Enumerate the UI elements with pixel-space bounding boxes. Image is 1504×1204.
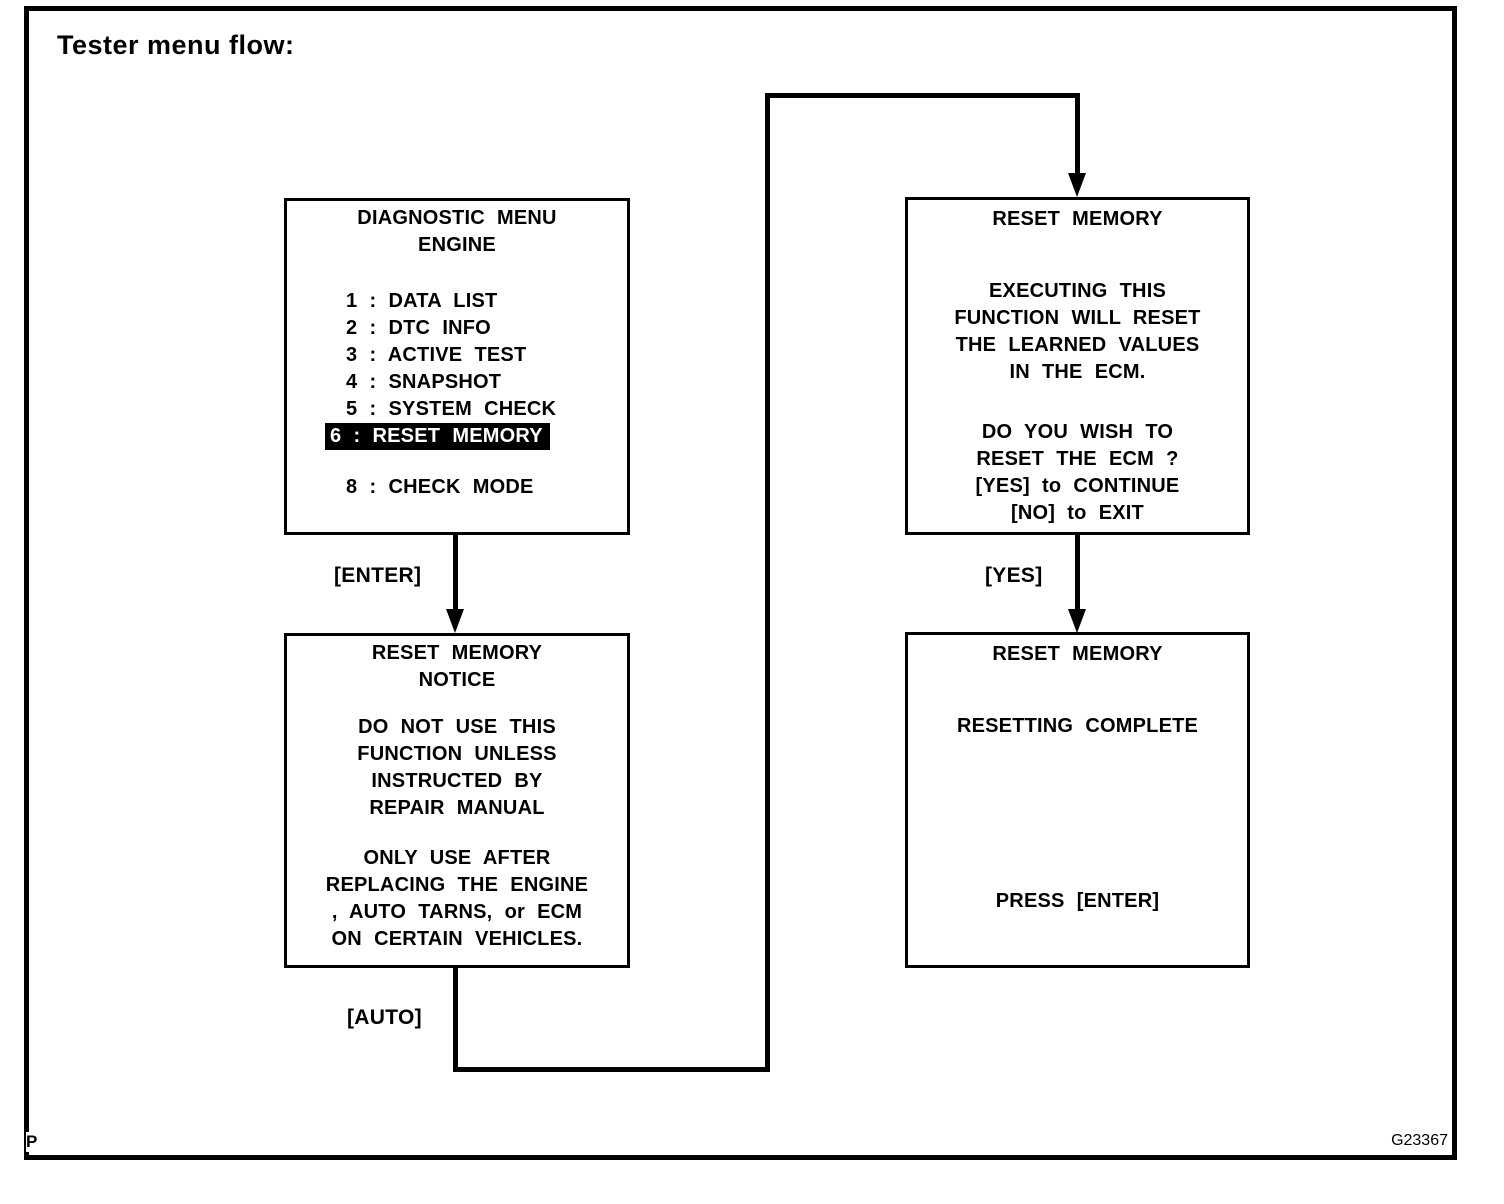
- auto-arrow-segment-down: [453, 968, 458, 1072]
- screen-title-line: DIAGNOSTIC MENU: [357, 207, 557, 229]
- notice-body-line: DO NOT USE THIS: [358, 716, 556, 738]
- screen-title-line: RESET MEMORY: [992, 208, 1163, 230]
- auto-arrow-segment-into-confirm: [1075, 93, 1080, 175]
- spacer: [287, 822, 627, 845]
- enter-arrow-head: [446, 609, 464, 633]
- reset-memory-confirm-screen: RESET MEMORY EXECUTING THIS FUNCTION WIL…: [905, 197, 1250, 535]
- confirm-body-line: FUNCTION WILL RESET: [954, 307, 1201, 329]
- confirm-prompt-line: [NO] to EXIT: [1011, 502, 1144, 524]
- screen-title-line: NOTICE: [418, 669, 496, 691]
- complete-prompt-line: PRESS [ENTER]: [995, 890, 1160, 912]
- menu-item-system-check: 5 : SYSTEM CHECK: [346, 398, 557, 420]
- yes-arrow-label: [YES]: [985, 564, 1043, 587]
- confirm-prompt-line: RESET THE ECM ?: [976, 448, 1179, 470]
- menu-item-reset-memory-row: 6 : RESET MEMORY: [287, 423, 627, 450]
- spacer: [287, 694, 627, 714]
- auto-arrow-segment-top: [765, 93, 1080, 98]
- complete-status-line: RESETTING COMPLETE: [956, 715, 1199, 737]
- diagnostic-menu-list: 1 : DATA LIST 2 : DTC INFO 3 : ACTIVE TE…: [287, 288, 627, 501]
- notice-body-line: FUNCTION UNLESS: [357, 743, 557, 765]
- diagnostic-menu-screen: DIAGNOSTIC MENU ENGINE 1 : DATA LIST 2 :…: [284, 198, 630, 535]
- confirm-prompt-line: DO YOU WISH TO: [981, 421, 1174, 443]
- notice-body-line: , AUTO TARNS, or ECM: [331, 901, 583, 923]
- spacer: [908, 740, 1247, 888]
- notice-body-line: REPLACING THE ENGINE: [325, 874, 589, 896]
- spacer: [908, 386, 1247, 419]
- yes-arrow-head: [1068, 609, 1086, 633]
- page-corner-marker: P: [26, 1132, 38, 1152]
- enter-arrow-label: [ENTER]: [334, 564, 422, 587]
- spacer: [908, 668, 1247, 713]
- screen-title-line: ENGINE: [418, 234, 496, 256]
- figure-id-code: G23367: [1391, 1132, 1448, 1149]
- notice-body-line: ONLY USE AFTER: [363, 847, 551, 869]
- menu-item-check-mode: 8 : CHECK MODE: [346, 476, 534, 498]
- auto-arrow-head: [1068, 173, 1086, 197]
- menu-item-active-test: 3 : ACTIVE TEST: [346, 344, 527, 366]
- auto-arrow-label: [AUTO]: [347, 1006, 422, 1029]
- auto-arrow-segment-bottom: [453, 1067, 770, 1072]
- menu-item-data-list: 1 : DATA LIST: [346, 290, 498, 312]
- menu-item-reset-memory-highlighted: 6 : RESET MEMORY: [325, 423, 550, 450]
- confirm-body-line: THE LEARNED VALUES: [955, 334, 1200, 356]
- figure-border: [24, 6, 1457, 1160]
- yes-arrow-line: [1075, 535, 1080, 611]
- reset-memory-notice-screen: RESET MEMORY NOTICE DO NOT USE THIS FUNC…: [284, 633, 630, 968]
- confirm-body-line: EXECUTING THIS: [989, 280, 1166, 302]
- confirm-prompt-line: [YES] to CONTINUE: [975, 475, 1180, 497]
- menu-item-snapshot: 4 : SNAPSHOT: [346, 371, 502, 393]
- screen-title-line: RESET MEMORY: [992, 643, 1163, 665]
- auto-arrow-segment-up: [765, 93, 770, 1072]
- notice-body-line: INSTRUCTED BY: [371, 770, 543, 792]
- spacer: [908, 233, 1247, 278]
- screen-title-line: RESET MEMORY: [371, 642, 543, 664]
- enter-arrow-line: [453, 535, 458, 611]
- reset-memory-complete-screen: RESET MEMORY RESETTING COMPLETE PRESS [E…: [905, 632, 1250, 968]
- notice-body-line: ON CERTAIN VEHICLES.: [331, 928, 583, 950]
- figure-title: Tester menu flow:: [57, 30, 295, 60]
- notice-body-line: REPAIR MANUAL: [369, 797, 545, 819]
- confirm-body-line: IN THE ECM.: [1009, 361, 1146, 383]
- menu-item-dtc-info: 2 : DTC INFO: [346, 317, 491, 339]
